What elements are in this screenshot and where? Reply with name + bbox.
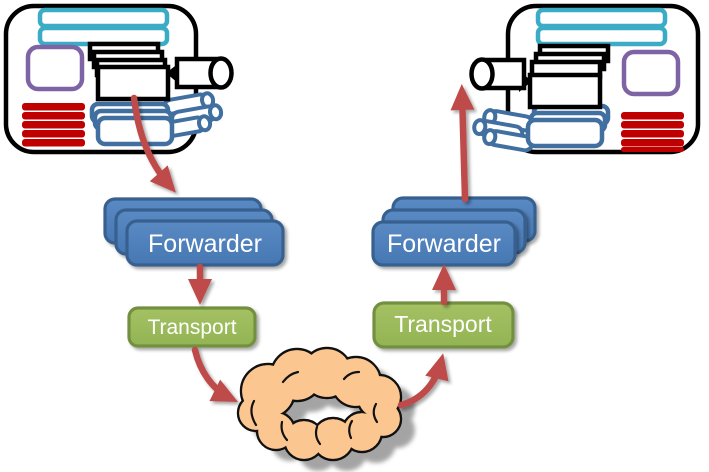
horizontal-bars-icon bbox=[37, 7, 170, 47]
card-stack-icon bbox=[87, 41, 171, 102]
pipe-icon bbox=[469, 57, 527, 91]
network-cloud bbox=[236, 346, 415, 471]
horizontal-bars-icon bbox=[535, 7, 668, 47]
red-disk-stack-icon bbox=[22, 103, 85, 147]
cloud-fill-cover bbox=[239, 349, 400, 459]
source-host bbox=[3, 3, 234, 155]
forwarder-left-label: Forwarder bbox=[148, 230, 262, 258]
forwarder-right-label: Forwarder bbox=[387, 230, 501, 258]
transport-right: Transport bbox=[372, 301, 515, 349]
arrow-transport-to-cloud bbox=[191, 346, 239, 403]
red-disk-stack-icon bbox=[621, 112, 684, 152]
tray-stack-icon bbox=[525, 103, 611, 149]
arrow-forwarder-to-host-right bbox=[450, 84, 475, 203]
pipe-bundle-icon bbox=[159, 91, 224, 139]
transport-left: Transport bbox=[127, 306, 257, 348]
destination-host bbox=[469, 3, 701, 155]
tray-stack-icon bbox=[89, 101, 175, 147]
pipe-bundle-icon bbox=[472, 108, 535, 153]
arrow-cloud-to-transport bbox=[397, 353, 449, 409]
transport-right-label: Transport bbox=[394, 311, 492, 337]
pipe-icon bbox=[174, 56, 234, 90]
panel-icon bbox=[621, 49, 681, 97]
panel-icon bbox=[25, 44, 85, 92]
forwarder-left: Forwarder bbox=[103, 197, 285, 267]
transport-left-label: Transport bbox=[147, 316, 236, 339]
cloud-inner-arcs bbox=[250, 370, 379, 446]
card-stack-icon bbox=[527, 43, 611, 110]
forwarder-right: Forwarder bbox=[371, 196, 537, 267]
flow-arrows bbox=[130, 84, 475, 409]
arrow-host-to-forwarder-left bbox=[130, 94, 176, 193]
